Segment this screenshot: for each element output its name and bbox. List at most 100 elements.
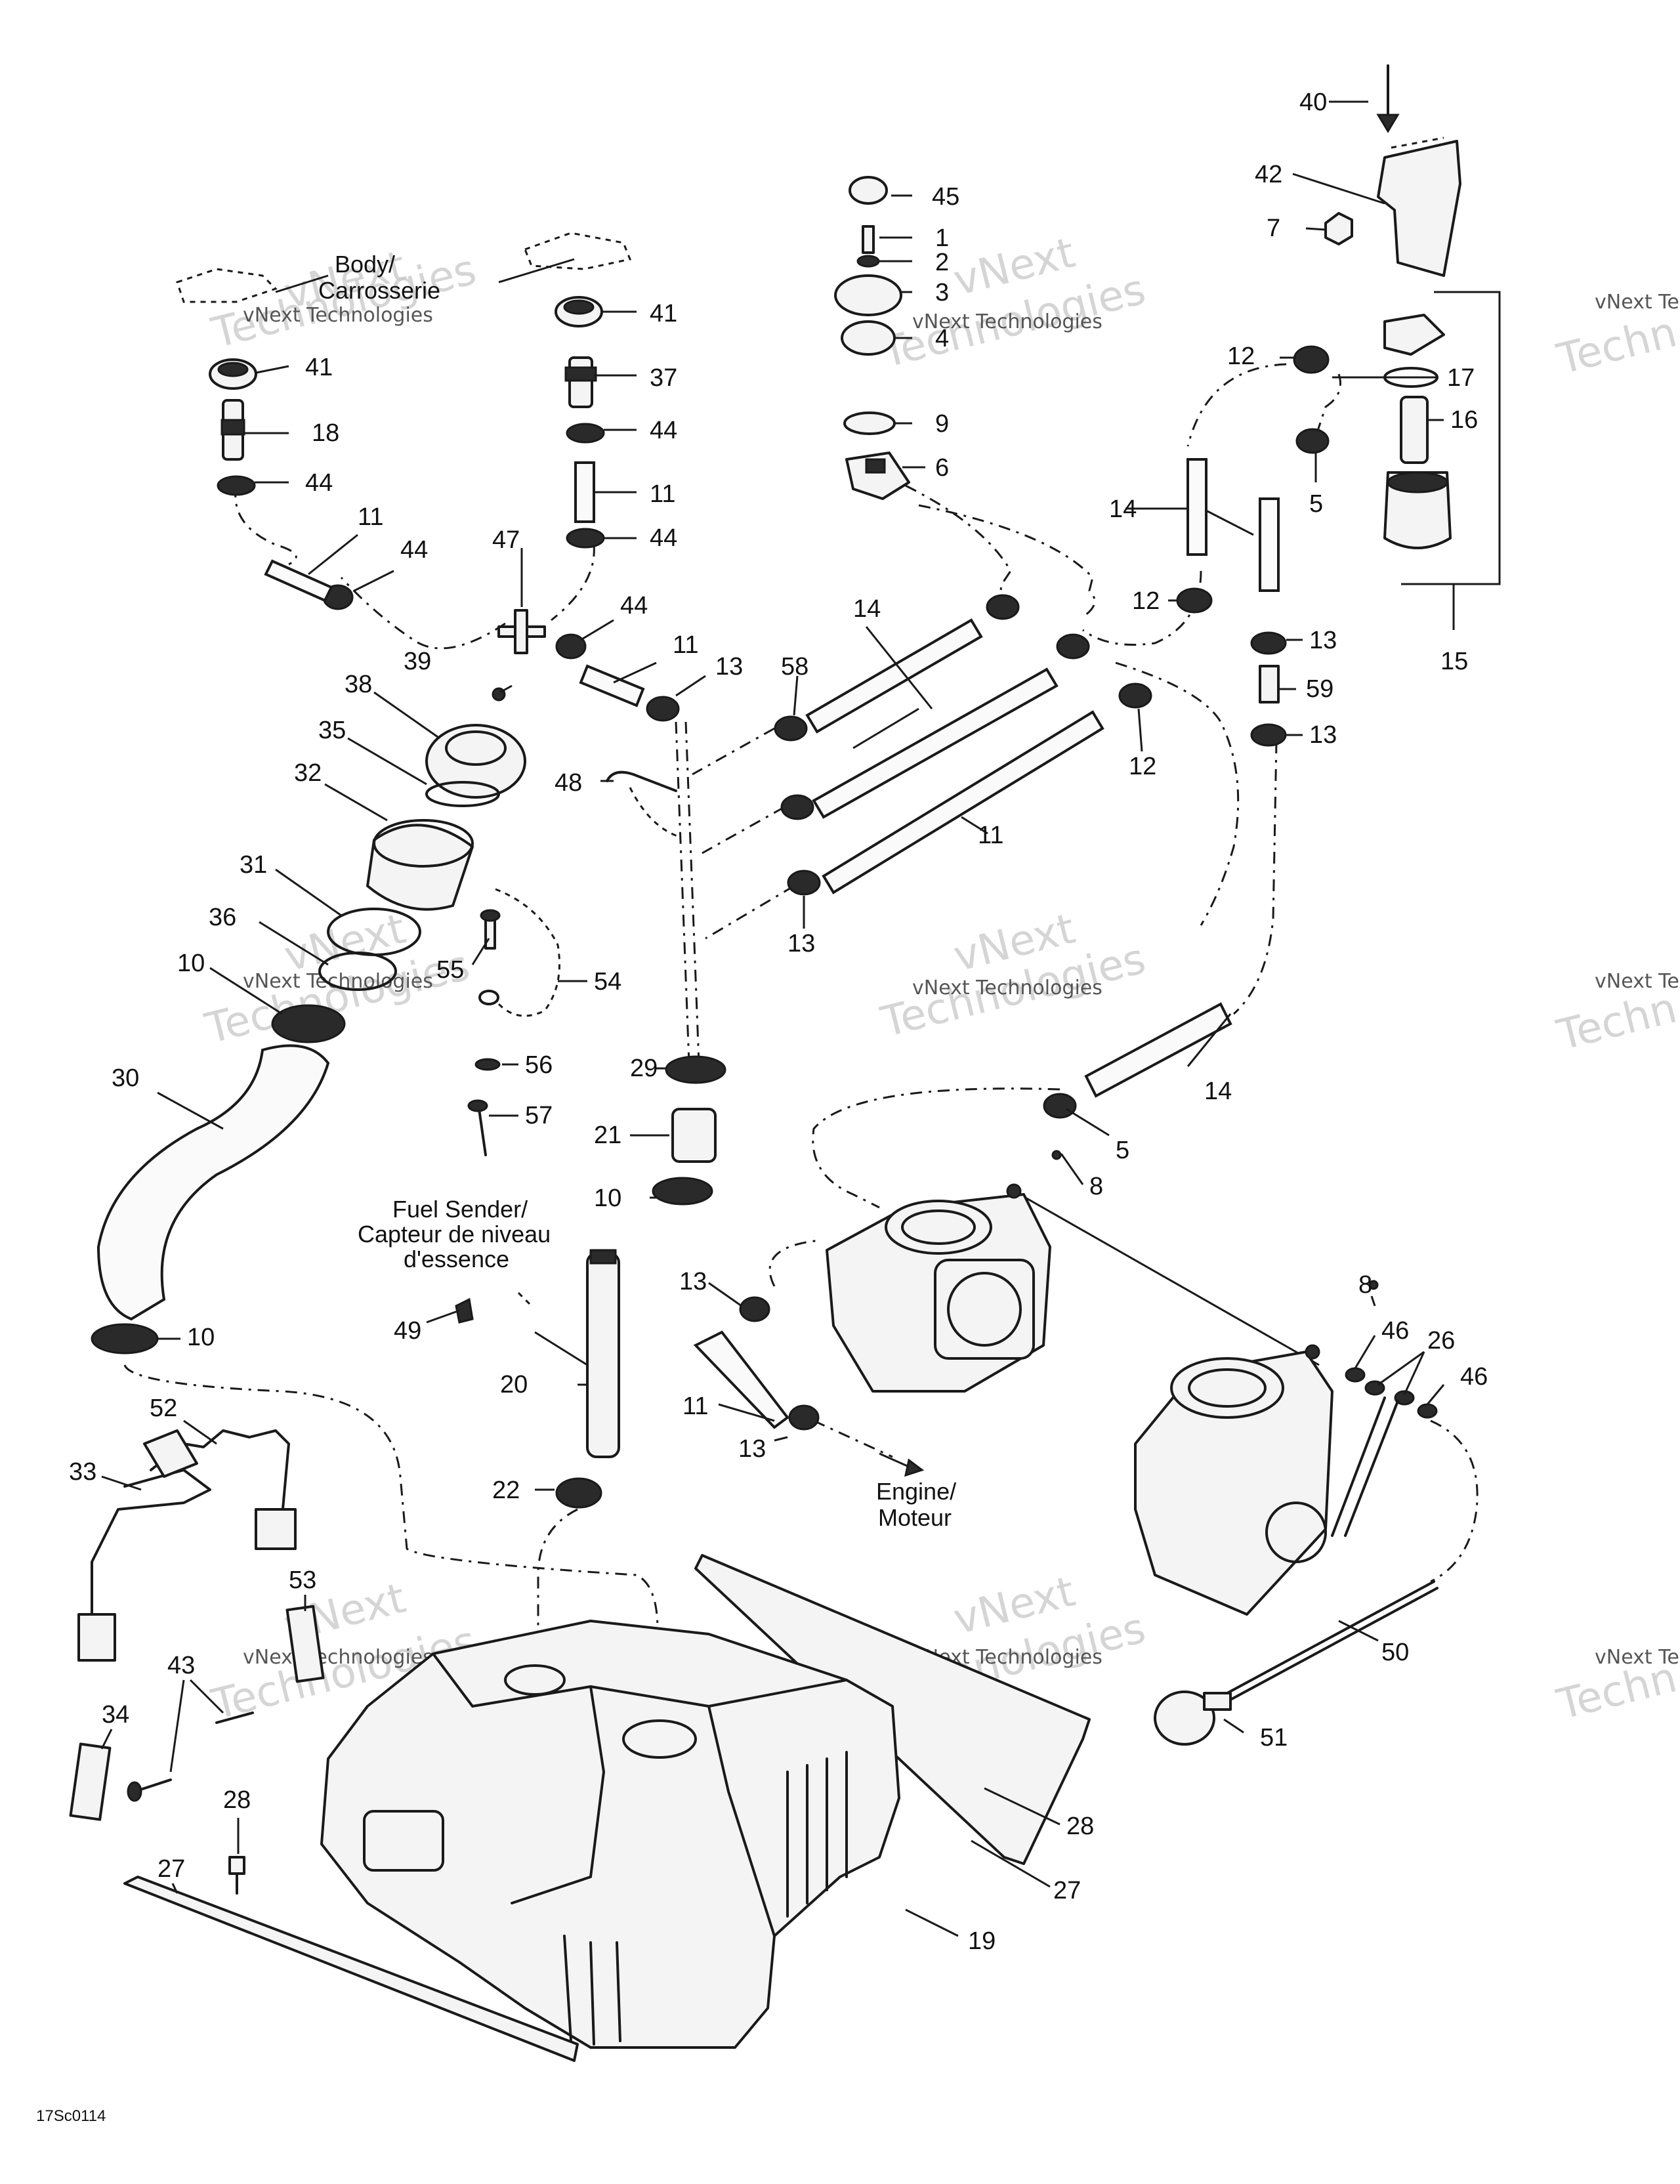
- bracket-15-line: [1401, 291, 1501, 585]
- fuel-sender-label-line3: d'essence: [404, 1246, 509, 1272]
- callout-13: 13: [738, 1435, 766, 1463]
- callout-14: 14: [853, 595, 881, 623]
- chain-54: [495, 888, 560, 1017]
- hose-14-lower: [1084, 1002, 1232, 1098]
- clamp-10-mid: [652, 1177, 713, 1206]
- callout-43: 43: [167, 1652, 195, 1679]
- callout-8: 8: [1358, 1271, 1372, 1299]
- routing-line: [905, 484, 1012, 604]
- nut-7: [1324, 212, 1353, 245]
- callout-49: 49: [394, 1317, 421, 1345]
- callout-11: 11: [650, 480, 675, 508]
- carburetor-rear-pin: [1305, 1344, 1320, 1360]
- callout-5: 5: [1309, 490, 1323, 518]
- hose-14-right-b: [1259, 497, 1280, 592]
- callout-2: 2: [935, 249, 949, 276]
- rivet-57: [478, 1108, 487, 1156]
- callout-22: 22: [492, 1477, 520, 1504]
- washer-2: [856, 255, 880, 268]
- clamp-29: [665, 1055, 726, 1084]
- choke-cable-50: [1226, 1580, 1435, 1694]
- routing-line: [1232, 741, 1278, 1015]
- callout-4: 4: [935, 325, 949, 352]
- bracket-42: [1377, 140, 1461, 277]
- engine-arrow-head: [904, 1458, 925, 1477]
- strap-33: [91, 1469, 211, 1622]
- leader-line: [498, 258, 575, 284]
- clip-49: [455, 1297, 474, 1324]
- carburetor-front-intake: [885, 1200, 992, 1255]
- callout-44: 44: [650, 417, 677, 444]
- routing-line: [517, 1292, 533, 1307]
- strap-52-buckle: [255, 1508, 297, 1550]
- tee-47-stem: [514, 609, 528, 654]
- routing-line: [537, 1508, 578, 1654]
- hose-11-bottom: [822, 710, 1104, 894]
- callout-53: 53: [289, 1566, 316, 1594]
- routing-line: [812, 1087, 1060, 1209]
- clip-34: [69, 1742, 112, 1821]
- carburetor-front-bore: [947, 1272, 1022, 1347]
- choke-knob-51: [1154, 1690, 1215, 1746]
- hose-14-top: [805, 618, 983, 734]
- watermark-small: vNext Technologies: [243, 970, 433, 993]
- hose-routing-lines: [123, 363, 1479, 1654]
- watermark-edge-big: Techn: [1552, 308, 1680, 385]
- clamp-5-lower: [1043, 1093, 1077, 1119]
- drawing-code: 17Sc0114: [36, 2107, 106, 2125]
- callout-17: 17: [1447, 364, 1475, 392]
- fuel-sender-20: [586, 1252, 620, 1458]
- fuel-valve-6-core: [865, 458, 886, 474]
- pin-8: [1051, 1150, 1062, 1160]
- callout-13: 13: [679, 1268, 707, 1295]
- fuel-valve-6: [845, 452, 910, 500]
- routing-line: [1430, 1419, 1479, 1583]
- callout-44: 44: [305, 469, 333, 497]
- clamp-44: [555, 633, 587, 660]
- callout-40: 40: [1299, 89, 1327, 116]
- callout-58: 58: [781, 653, 808, 681]
- callout-50: 50: [1381, 1639, 1409, 1666]
- watermark-small: vNext Technologies: [243, 304, 433, 327]
- callout-56: 56: [525, 1051, 553, 1079]
- cap-45: [849, 176, 888, 205]
- washer-46: [1417, 1403, 1438, 1419]
- callout-1: 1: [935, 224, 949, 252]
- clamp-13: [787, 870, 821, 896]
- callout-44: 44: [620, 592, 648, 620]
- callout-10: 10: [177, 950, 205, 977]
- hose-11-mid: [579, 664, 645, 707]
- link-26: [1331, 1396, 1386, 1537]
- filler-hose-30: [96, 1044, 330, 1321]
- callout-10: 10: [594, 1185, 621, 1212]
- hose-11-engine: [693, 1330, 789, 1429]
- tie-48: [606, 770, 677, 792]
- hose-14-middle: [812, 667, 1059, 819]
- engine-arrow-line: [879, 1452, 910, 1468]
- routing-line: [234, 485, 297, 566]
- callout-12: 12: [1227, 343, 1255, 370]
- callout-38: 38: [345, 671, 372, 698]
- body-label-line2: Carrosserie: [318, 277, 440, 304]
- callout-59: 59: [1306, 675, 1334, 703]
- nut-4: [841, 320, 896, 356]
- callout-20: 20: [500, 1371, 528, 1398]
- clip-53: [285, 1605, 325, 1683]
- washer-56: [474, 1058, 501, 1071]
- bracket-dotted: [1391, 136, 1444, 149]
- body-label-line1: Body/: [335, 251, 395, 278]
- filter-element-16: [1400, 396, 1429, 464]
- watermark-edge-small: vNext Tec: [1595, 291, 1680, 314]
- callout-35: 35: [318, 717, 346, 744]
- callout-26: 26: [1427, 1327, 1455, 1354]
- body-panel-left: [176, 268, 278, 303]
- callout-14: 14: [1204, 1078, 1232, 1105]
- watermark-edge-big: Techn: [1552, 984, 1680, 1060]
- rivet-43: [215, 1712, 254, 1724]
- callout-12: 12: [1132, 587, 1160, 615]
- callout-46: 46: [1381, 1317, 1409, 1345]
- callout-12: 12: [1129, 753, 1156, 780]
- watermark-edge-small: vNext Tec: [1595, 1646, 1680, 1669]
- callout-42: 42: [1255, 161, 1282, 188]
- callout-45: 45: [932, 183, 959, 211]
